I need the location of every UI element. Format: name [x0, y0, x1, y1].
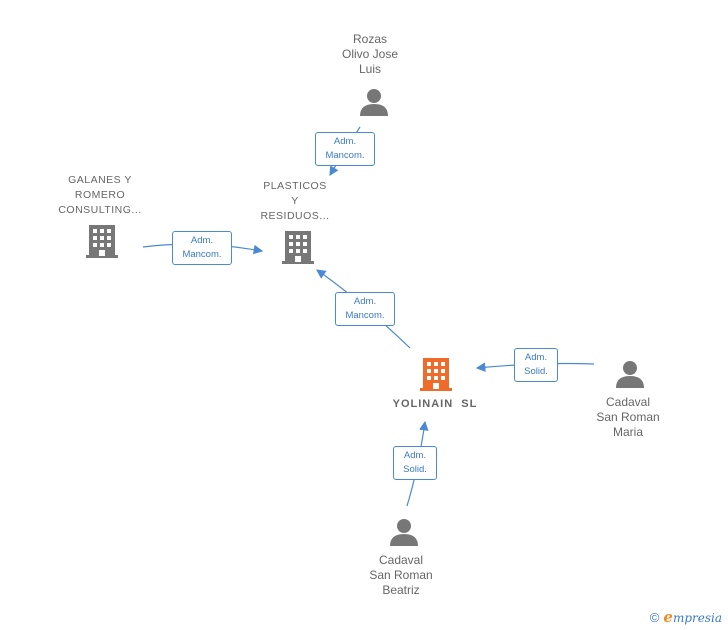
name-line: Cadaval [378, 553, 424, 567]
name-line: Y [291, 195, 299, 207]
edge-label-rozas-plasticos[interactable]: Adm. Mancom. [315, 132, 375, 166]
focus-building-icon[interactable] [420, 358, 452, 391]
name-line: Cadaval [605, 395, 651, 409]
role-line: Solid. [403, 464, 427, 475]
name-line: PLASTICOS [263, 180, 327, 192]
edge-label-beatriz-yolinain[interactable]: Adm. Solid. [393, 446, 437, 480]
person-icon[interactable] [390, 519, 418, 546]
name-line: ROMERO [74, 189, 126, 201]
name-line: Olivo Jose [341, 47, 399, 61]
role-line: Mancom. [345, 310, 385, 321]
node-label-plasticos[interactable]: PLASTICOS Y RESIDUOS... [240, 179, 350, 224]
name-line: Beatriz [382, 583, 420, 597]
edge-label-galanes-plasticos[interactable]: Adm. Mancom. [172, 231, 232, 265]
brand-logo-text: mpresia [672, 611, 722, 625]
name-line: San Roman [369, 568, 433, 582]
brand-footer: © empresia [650, 608, 722, 626]
brand-logo-e: e [663, 608, 673, 626]
role-line: Adm. [333, 136, 357, 147]
name-line: GALANES Y [68, 174, 132, 186]
name-line: YOLINAIN SL [392, 398, 478, 410]
node-label-maria[interactable]: Cadaval San Roman Maria [578, 395, 678, 440]
edge-label-maria-yolinain[interactable]: Adm. Solid. [514, 348, 558, 382]
building-icon[interactable] [86, 225, 118, 258]
person-icon[interactable] [360, 89, 388, 116]
role-line: Adm. [353, 296, 377, 307]
role-line: Mancom. [182, 249, 222, 260]
name-line: CONSULTING... [58, 204, 142, 216]
copyright-symbol: © [649, 609, 660, 625]
node-label-rozas[interactable]: Rozas Olivo Jose Luis [320, 32, 420, 77]
node-label-beatriz[interactable]: Cadaval San Roman Beatriz [351, 553, 451, 598]
name-line: Rozas [352, 32, 387, 46]
building-icon[interactable] [282, 231, 314, 264]
role-line: Mancom. [325, 150, 365, 161]
role-line: Adm. [190, 235, 214, 246]
name-line: Maria [612, 425, 643, 439]
person-icon[interactable] [616, 361, 644, 388]
name-line: RESIDUOS... [260, 210, 330, 222]
brand-logo[interactable]: empresia [663, 608, 722, 626]
node-label-galanes[interactable]: GALANES Y ROMERO CONSULTING... [40, 173, 160, 218]
name-line: San Roman [596, 410, 660, 424]
role-line: Solid. [524, 366, 548, 377]
edge-label-yolinain-plasticos[interactable]: Adm. Mancom. [335, 292, 395, 326]
node-label-yolinain[interactable]: YOLINAIN SL [370, 397, 500, 412]
role-line: Adm. [524, 352, 548, 363]
role-line: Adm. [403, 450, 427, 461]
name-line: Luis [358, 62, 381, 76]
